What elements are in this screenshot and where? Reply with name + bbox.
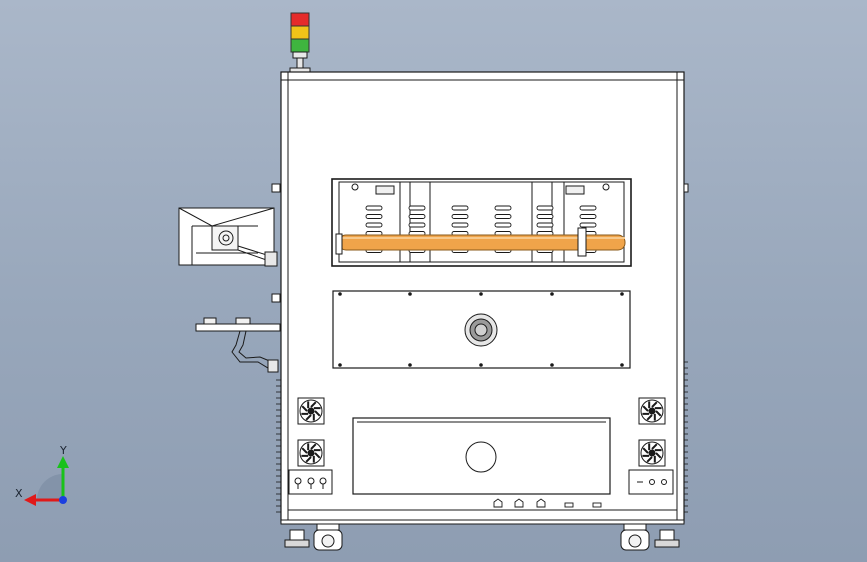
z-axis-dot (59, 496, 67, 504)
lower-port (465, 441, 497, 473)
screw (620, 363, 624, 367)
left-caster (284, 523, 343, 551)
signal-light-yellow (290, 25, 310, 40)
screw (408, 363, 412, 367)
louver-slot (494, 214, 512, 219)
screw (338, 292, 342, 296)
screw (550, 363, 554, 367)
screw (620, 292, 624, 296)
left-connector-box (288, 469, 333, 495)
signal-tower (289, 12, 311, 74)
bottom-connectors (288, 498, 677, 511)
cooling-fan (638, 439, 666, 467)
louver-slot (365, 205, 383, 211)
screw (408, 292, 412, 296)
louver-slot (494, 205, 512, 211)
screw (479, 292, 483, 296)
louver-slot (451, 205, 469, 211)
louver-slot (579, 205, 597, 211)
base-frame (280, 519, 685, 525)
screw (479, 363, 483, 367)
left-bracket-arm (195, 183, 281, 373)
signal-light-red (290, 12, 310, 27)
upper-window (331, 178, 632, 267)
right-caster (620, 523, 680, 551)
louver-slot (579, 214, 597, 219)
louver-slot (451, 222, 469, 228)
louver-slot (579, 222, 597, 228)
right-connector-box (628, 469, 674, 495)
y-axis-label: Y (59, 444, 67, 457)
signal-light-green (290, 38, 310, 53)
louver-slot (365, 222, 383, 228)
louver-slot (408, 214, 426, 219)
screw (550, 292, 554, 296)
cooling-fan (297, 439, 325, 467)
louver-slot (494, 222, 512, 228)
right-vent-slots (684, 361, 688, 513)
louver-slot (365, 214, 383, 219)
louver-slot (408, 222, 426, 228)
left-vent-slots (276, 379, 281, 513)
louver-slot (451, 214, 469, 219)
x-axis-label: X (15, 487, 23, 500)
cooling-fan (638, 397, 666, 425)
louver-slot (536, 222, 554, 228)
lower-access-panel (352, 417, 611, 495)
left-hopper-assembly (178, 207, 278, 267)
middle-access-panel (332, 290, 631, 369)
louver-slot (408, 205, 426, 211)
cooling-fan (297, 397, 325, 425)
coordinate-triad: Y X (15, 444, 69, 506)
triad-arc (37, 474, 63, 500)
louver-slot (536, 205, 554, 211)
screw (338, 363, 342, 367)
louver-slot (536, 214, 554, 219)
